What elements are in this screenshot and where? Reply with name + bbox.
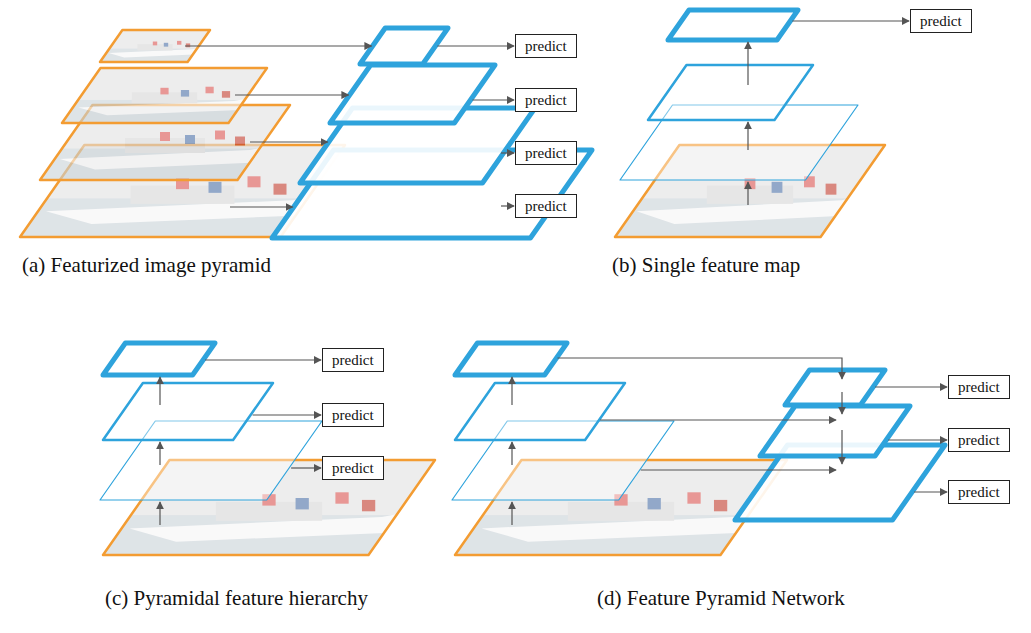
predict-box: predict xyxy=(322,348,384,372)
photo-person xyxy=(186,43,190,47)
photo-person xyxy=(772,182,783,193)
feature-outline xyxy=(103,343,215,375)
flow-arrow xyxy=(511,377,512,405)
feature-outline xyxy=(668,10,798,40)
feature-outline xyxy=(330,65,495,123)
panel-caption: (d) Feature Pyramid Network xyxy=(597,586,845,611)
photo-person xyxy=(206,87,214,94)
predict-label: predict xyxy=(525,145,567,161)
feature-map xyxy=(785,370,885,405)
feature-outline xyxy=(785,370,885,405)
predict-label: predict xyxy=(525,92,567,108)
panel-caption: (c) Pyramidal feature hierarchy xyxy=(105,586,368,611)
predict-label: predict xyxy=(920,13,962,29)
feature-map xyxy=(455,343,567,375)
predict-label: predict xyxy=(525,38,567,54)
predict-box: predict xyxy=(322,456,384,480)
feature-outline xyxy=(648,65,813,120)
feature-outline xyxy=(455,383,625,440)
photo-person xyxy=(222,91,230,98)
flow-arrow xyxy=(501,152,514,153)
flow-arrow xyxy=(747,122,748,150)
feature-map xyxy=(760,406,910,456)
flow-arrow xyxy=(641,469,836,470)
predict-box: predict xyxy=(515,141,577,165)
feature-outline xyxy=(455,343,567,375)
predict-box: predict xyxy=(948,428,1010,452)
photo-person xyxy=(164,43,168,47)
photo-person xyxy=(153,42,157,46)
photo-person xyxy=(362,500,375,511)
photo-person xyxy=(185,135,195,144)
flow-arrow xyxy=(235,94,349,95)
flow-arrow xyxy=(501,205,514,206)
photo-person xyxy=(177,41,181,45)
feature-outline xyxy=(760,406,910,456)
photo-person xyxy=(714,500,727,511)
photo-person xyxy=(160,88,168,95)
flow-arrow xyxy=(230,206,293,207)
photo-person xyxy=(248,176,261,187)
predict-label: predict xyxy=(958,484,1000,500)
flow-arrow xyxy=(888,439,947,440)
photo-person xyxy=(160,132,170,141)
predict-box: predict xyxy=(515,34,577,58)
predict-label: predict xyxy=(525,198,567,214)
predict-label: predict xyxy=(332,407,374,423)
flow-arrow xyxy=(291,467,321,468)
flow-arrow xyxy=(473,99,515,100)
feature-map xyxy=(648,65,813,120)
predict-label: predict xyxy=(332,460,374,476)
flow-arrow xyxy=(841,430,842,464)
predict-label: predict xyxy=(958,432,1000,448)
panel-caption: (a) Featurized image pyramid xyxy=(22,253,271,278)
feature-map xyxy=(103,383,273,440)
predict-label: predict xyxy=(332,352,374,368)
predict-box: predict xyxy=(322,403,384,427)
flow-arrow xyxy=(841,392,842,414)
flow-arrow xyxy=(253,414,321,415)
predict-label: predict xyxy=(958,379,1000,395)
photo-person xyxy=(826,184,837,195)
flow-arrow xyxy=(185,45,372,46)
flow-arrow xyxy=(558,358,843,379)
feature-map xyxy=(455,383,625,440)
predict-box: predict xyxy=(910,9,972,33)
photo-person xyxy=(209,182,222,193)
photo-person xyxy=(181,90,189,97)
flow-arrow xyxy=(250,141,328,142)
feature-map xyxy=(360,28,448,64)
feature-outline xyxy=(360,28,448,64)
flow-arrow xyxy=(159,502,160,525)
flow-arrow xyxy=(511,502,512,525)
flow-arrow xyxy=(437,45,514,46)
photo-person xyxy=(687,492,700,503)
feature-map xyxy=(103,343,215,375)
predict-box: predict xyxy=(515,194,577,218)
predict-box: predict xyxy=(515,88,577,112)
photo-person xyxy=(274,184,287,195)
feature-map xyxy=(330,65,495,123)
flow-arrow xyxy=(875,386,947,387)
flow-arrow xyxy=(792,20,909,21)
feature-map xyxy=(668,10,798,40)
predict-box: predict xyxy=(948,375,1010,399)
photo-person xyxy=(648,498,661,509)
flow-arrow xyxy=(159,377,160,405)
flow-arrow xyxy=(511,442,512,465)
flow-arrow xyxy=(205,359,321,360)
flow-arrow xyxy=(159,442,160,465)
panel-caption: (b) Single feature map xyxy=(612,253,800,278)
flow-arrow xyxy=(600,419,836,420)
feature-outline xyxy=(103,383,273,440)
predict-box: predict xyxy=(948,480,1010,504)
photo-person xyxy=(235,137,245,146)
photo-person xyxy=(335,492,348,503)
flow-arrow xyxy=(747,42,748,85)
flow-arrow xyxy=(914,491,947,492)
flow-arrow xyxy=(747,182,748,205)
photo-person xyxy=(215,131,225,140)
photo-person xyxy=(296,498,309,509)
